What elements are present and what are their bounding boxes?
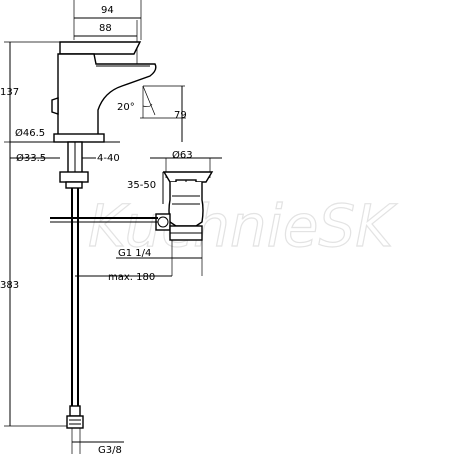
dim-top-width: 94 [101, 5, 114, 16]
dim-drain-diameter: Ø63 [172, 149, 193, 161]
dim-total-height: 383 [0, 280, 19, 291]
dim-drain-range: 35-50 [127, 180, 156, 191]
drain-assembly [150, 157, 222, 241]
faucet-body [51, 41, 157, 143]
dim-drain-thread: G1 1/4 [118, 248, 151, 259]
dim-spout-width: 88 [99, 23, 112, 34]
dim-spout-height: 79 [174, 110, 187, 121]
dim-hose-thread: G3/8 [98, 445, 122, 454]
spout-angle-lines [140, 85, 186, 142]
dim-thickness: 4-40 [97, 153, 120, 164]
shank-and-hose [59, 141, 89, 429]
dim-shank-diameter: Ø33.5 [16, 152, 46, 164]
dim-max-length: max. 180 [108, 272, 155, 283]
dim-spout-angle: 20° [117, 102, 135, 113]
watermark: KuchnieSK [88, 192, 397, 260]
dim-base-diameter: Ø46.5 [15, 127, 45, 139]
dim-height-body: 137 [0, 87, 19, 98]
